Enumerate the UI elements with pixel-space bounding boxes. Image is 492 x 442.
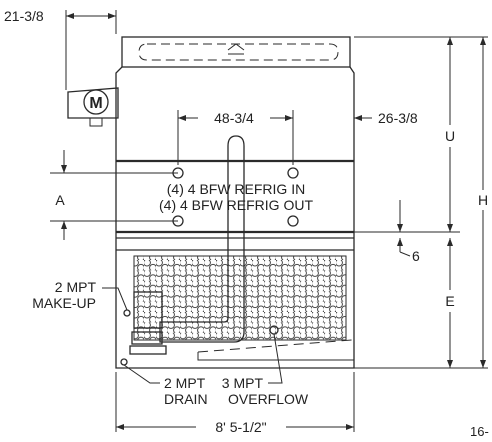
makeup-label-line2: MAKE-UP [32, 295, 96, 311]
fan-cowl [121, 36, 351, 68]
dimension-top-left-label: 21-3/8 [4, 8, 44, 24]
pump-flange [129, 345, 167, 355]
sump-step [197, 352, 354, 361]
fan-housing-slot [138, 43, 339, 61]
fill-media-hex-pattern [133, 255, 347, 341]
dimension-e-label: E [445, 293, 454, 309]
page-number: 16- [470, 424, 489, 439]
overflow-callout: 3 MPT OVERFLOW [222, 333, 309, 407]
pump [129, 291, 167, 355]
makeup-label-line1: 2 MPT [55, 279, 97, 295]
casing-left-side [115, 66, 355, 369]
motor-base [89, 117, 103, 127]
drain-connection-circle [120, 358, 128, 366]
dimension-overall-width: 8' 5-1/2" [115, 372, 355, 435]
dimension-h-label: H [478, 192, 488, 208]
makeup-connection-circle [123, 309, 131, 317]
motor-symbol-label: M [89, 95, 102, 112]
dimension-u-label: U [445, 128, 455, 144]
refrig-out-right-circle [287, 215, 299, 227]
drain-label-line2: DRAIN [164, 391, 208, 407]
dimension-6: 6 [397, 200, 420, 264]
fan-center-mark [227, 43, 245, 55]
motor-bracket [67, 87, 119, 119]
pump-base [131, 331, 163, 345]
dimension-a: A [50, 150, 178, 240]
sump-water-level-line [197, 339, 353, 353]
motor-symbol-circle [83, 89, 109, 115]
motor: M [67, 87, 119, 127]
overflow-label-line2: OVERFLOW [228, 391, 309, 407]
dimension-vertical-right: U H E [354, 36, 488, 369]
casing-right-step [349, 37, 355, 90]
drain-callout: 2 MPT DRAIN [123, 364, 208, 407]
dimension-6-label: 6 [412, 248, 420, 264]
riser-pipe [159, 135, 245, 343]
drain-label-line1: 2 MPT [164, 375, 206, 391]
dimension-connection-spacing-label: 48-3/4 [214, 110, 254, 126]
refrig-out-label: (4) 4 BFW REFRIG OUT [159, 197, 313, 213]
dimension-right-offset-label: 26-3/8 [378, 110, 418, 126]
dimension-a-label: A [55, 192, 65, 208]
overflow-label-line1: 3 MPT [222, 375, 264, 391]
dimension-top-left: 21-3/8 [4, 8, 117, 90]
unit-body [115, 36, 355, 369]
pump-body [133, 291, 163, 329]
makeup-callout: 2 MPT MAKE-UP [32, 279, 128, 311]
refrig-in-right-circle [287, 167, 299, 179]
dimension-overall-width-label: 8' 5-1/2" [215, 419, 266, 435]
dimension-connection-spacing: 48-3/4 [177, 110, 294, 165]
dimension-right-offset: 26-3/8 [354, 110, 418, 126]
refrig-in-label: (4) 4 BFW REFRIG IN [167, 181, 305, 197]
